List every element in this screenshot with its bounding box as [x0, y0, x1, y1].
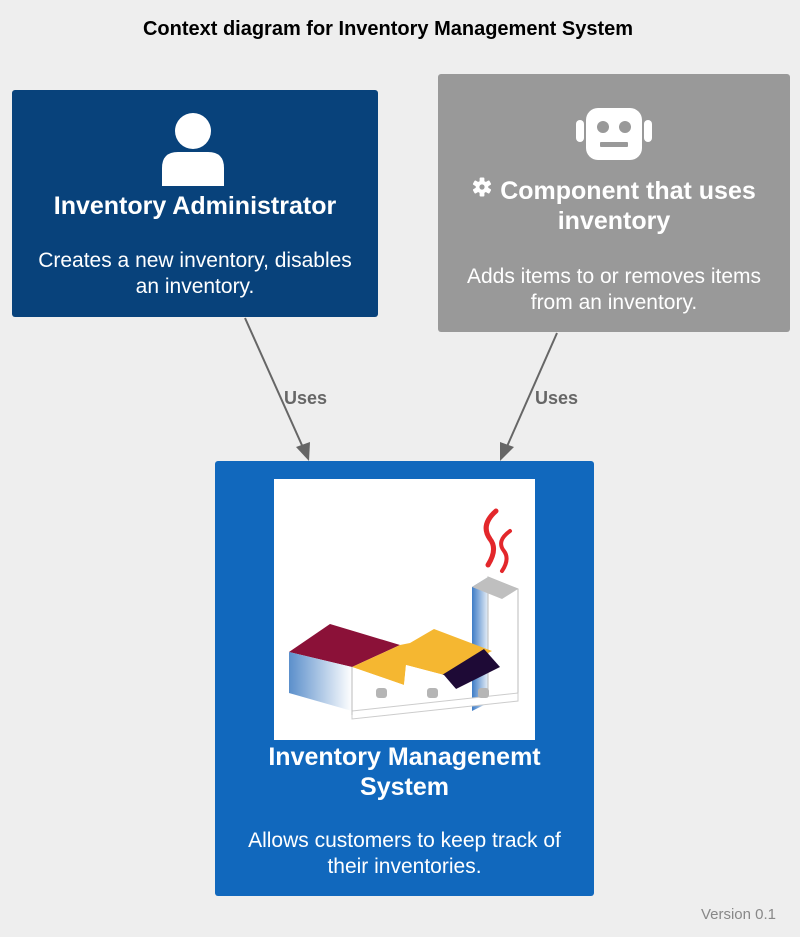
arrowhead-admin	[296, 442, 310, 461]
node-title: Component that uses inventory	[500, 177, 756, 235]
node-description: Adds items to or removes items from an i…	[466, 265, 762, 314]
gear-icon	[473, 177, 492, 197]
node-description: Allows customers to keep track of their …	[248, 829, 561, 878]
edge-label-component-uses: Uses	[535, 388, 579, 408]
inventory-system-node[interactable]: Inventory Managenemt System Allows custo…	[215, 461, 594, 896]
robot-icon	[576, 108, 652, 160]
node-title: Inventory Administrator	[53, 192, 337, 220]
node-title: Inventory Managenemt System	[268, 743, 541, 801]
diagram-title: Context diagram for Inventory Management…	[142, 18, 634, 40]
person-icon	[162, 113, 224, 186]
node-description: Creates a new inventory, disables an inv…	[38, 249, 352, 298]
uses-arrow-admin	[244, 317, 306, 453]
factory-logo-graphic	[289, 508, 519, 720]
inventory-administrator-node[interactable]: Inventory Administrator Creates a new in…	[12, 90, 378, 317]
edge-label-admin-uses: Uses	[284, 388, 328, 408]
component-node[interactable]: Component that uses inventory Adds items…	[438, 74, 790, 332]
arrowhead-component	[500, 442, 514, 461]
version-label: Version 0.1	[700, 906, 776, 923]
node-title-row: Component that uses inventory	[438, 176, 790, 236]
factory-logo	[274, 479, 535, 740]
